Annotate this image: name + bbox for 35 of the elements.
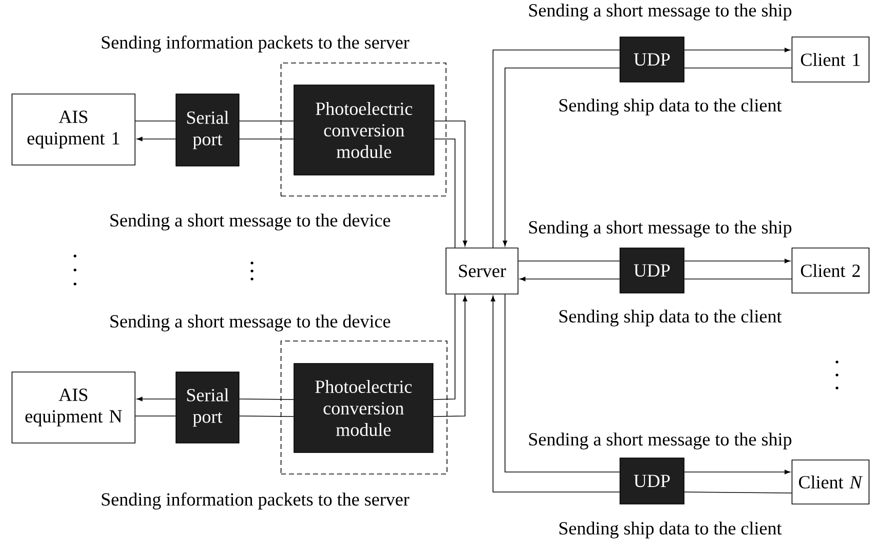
- arrow: [136, 396, 176, 402]
- process-box: UDP: [620, 36, 684, 82]
- arrow: [490, 296, 620, 492]
- process-box: AIS equipment N: [12, 372, 136, 444]
- process-box: UDP: [620, 248, 684, 294]
- annotation-text: Sending information packets to the server: [102, 35, 410, 53]
- process-box: UDP: [620, 458, 684, 504]
- annotation-text: Sending a short message to the ship: [529, 432, 792, 450]
- process-box: Client 2: [792, 248, 870, 294]
- process-box: Serial port: [176, 94, 240, 166]
- process-box: Client N: [792, 460, 870, 504]
- annotation-text: Sending ship data to the client: [560, 310, 782, 326]
- annotation-text: Sending a short message to the device: [110, 214, 390, 230]
- process-box: Serial port: [176, 372, 240, 444]
- process-box: Client 1: [792, 36, 870, 82]
- annotation-text: Sending a short message to the ship: [529, 4, 792, 20]
- annotation-text: Sending ship data to the client: [560, 98, 782, 116]
- arrow: [684, 48, 790, 52]
- process-box: Photoelectric conversion module: [294, 363, 434, 453]
- arrow: [434, 120, 468, 246]
- arrow: [684, 470, 790, 474]
- process-box: AIS equipment 1: [12, 94, 136, 166]
- dashed-group-box: [280, 340, 448, 474]
- annotation-text: Sending a short message to the ship: [529, 220, 792, 238]
- process-box: Photoelectric conversion module: [294, 84, 434, 176]
- process-box: Server: [446, 248, 518, 294]
- annotation-text: Sending a short message to the device: [110, 314, 390, 332]
- arrow: [520, 276, 620, 282]
- dashed-group-box: [280, 62, 446, 196]
- arrow: [433, 296, 468, 417]
- arrow: [136, 136, 176, 142]
- annotation-text: Sending information packets to the server: [102, 492, 410, 510]
- arrow: [684, 258, 790, 264]
- annotation-text: Sending ship data to the client: [560, 522, 782, 538]
- arrow: [502, 68, 620, 246]
